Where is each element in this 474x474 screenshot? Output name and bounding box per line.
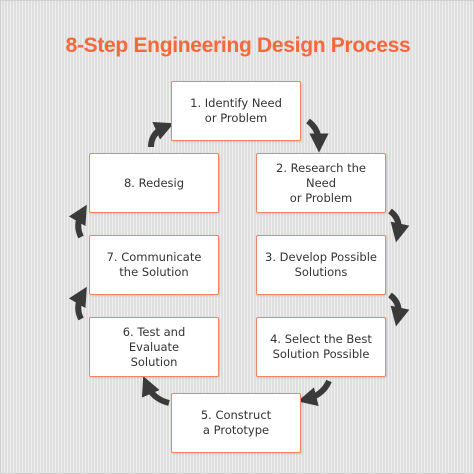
step-3-box: 3. Develop Possible Solutions — [256, 235, 386, 295]
curved-arrow-icon-3-4 — [388, 292, 410, 327]
step-1-label: 1. Identify Need or Problem — [190, 96, 282, 125]
curved-arrow-icon-6-7 — [68, 286, 87, 321]
curved-arrow-icon-7-8 — [68, 204, 87, 239]
step-8-box: 8. Redesig — [89, 153, 219, 213]
step-4-box: 4. Select the Best Solution Possible — [256, 317, 386, 377]
step-6-box: 6. Test and Evaluate Solution — [89, 317, 219, 377]
curved-arrow-icon-2-3 — [388, 208, 410, 243]
step-3-label: 3. Develop Possible Solutions — [265, 250, 377, 279]
step-6-label: 6. Test and Evaluate Solution — [122, 324, 186, 369]
step-2-label: 2. Research the Need or Problem — [276, 160, 366, 205]
step-2-box: 2. Research the Need or Problem — [256, 153, 386, 213]
curved-arrow-icon-5-6 — [141, 376, 170, 406]
diagram-title: 8-Step Engineering Design Process — [65, 34, 411, 57]
step-5-box: 5. Construct a Prototype — [171, 393, 301, 453]
step-5-label: 5. Construct a Prototype — [200, 408, 272, 437]
step-7-label: 7. Communicate the Solution — [106, 250, 202, 279]
step-7-box: 7. Communicate the Solution — [89, 235, 219, 295]
curved-arrow-icon-8-1 — [148, 121, 174, 148]
step-8-label: 8. Redesig — [123, 175, 185, 190]
step-1-box: 1. Identify Need or Problem — [171, 81, 301, 141]
curved-arrow-icon-1-2 — [306, 118, 329, 153]
step-4-label: 4. Select the Best Solution Possible — [270, 332, 372, 361]
curved-arrow-icon-4-5 — [297, 379, 332, 406]
